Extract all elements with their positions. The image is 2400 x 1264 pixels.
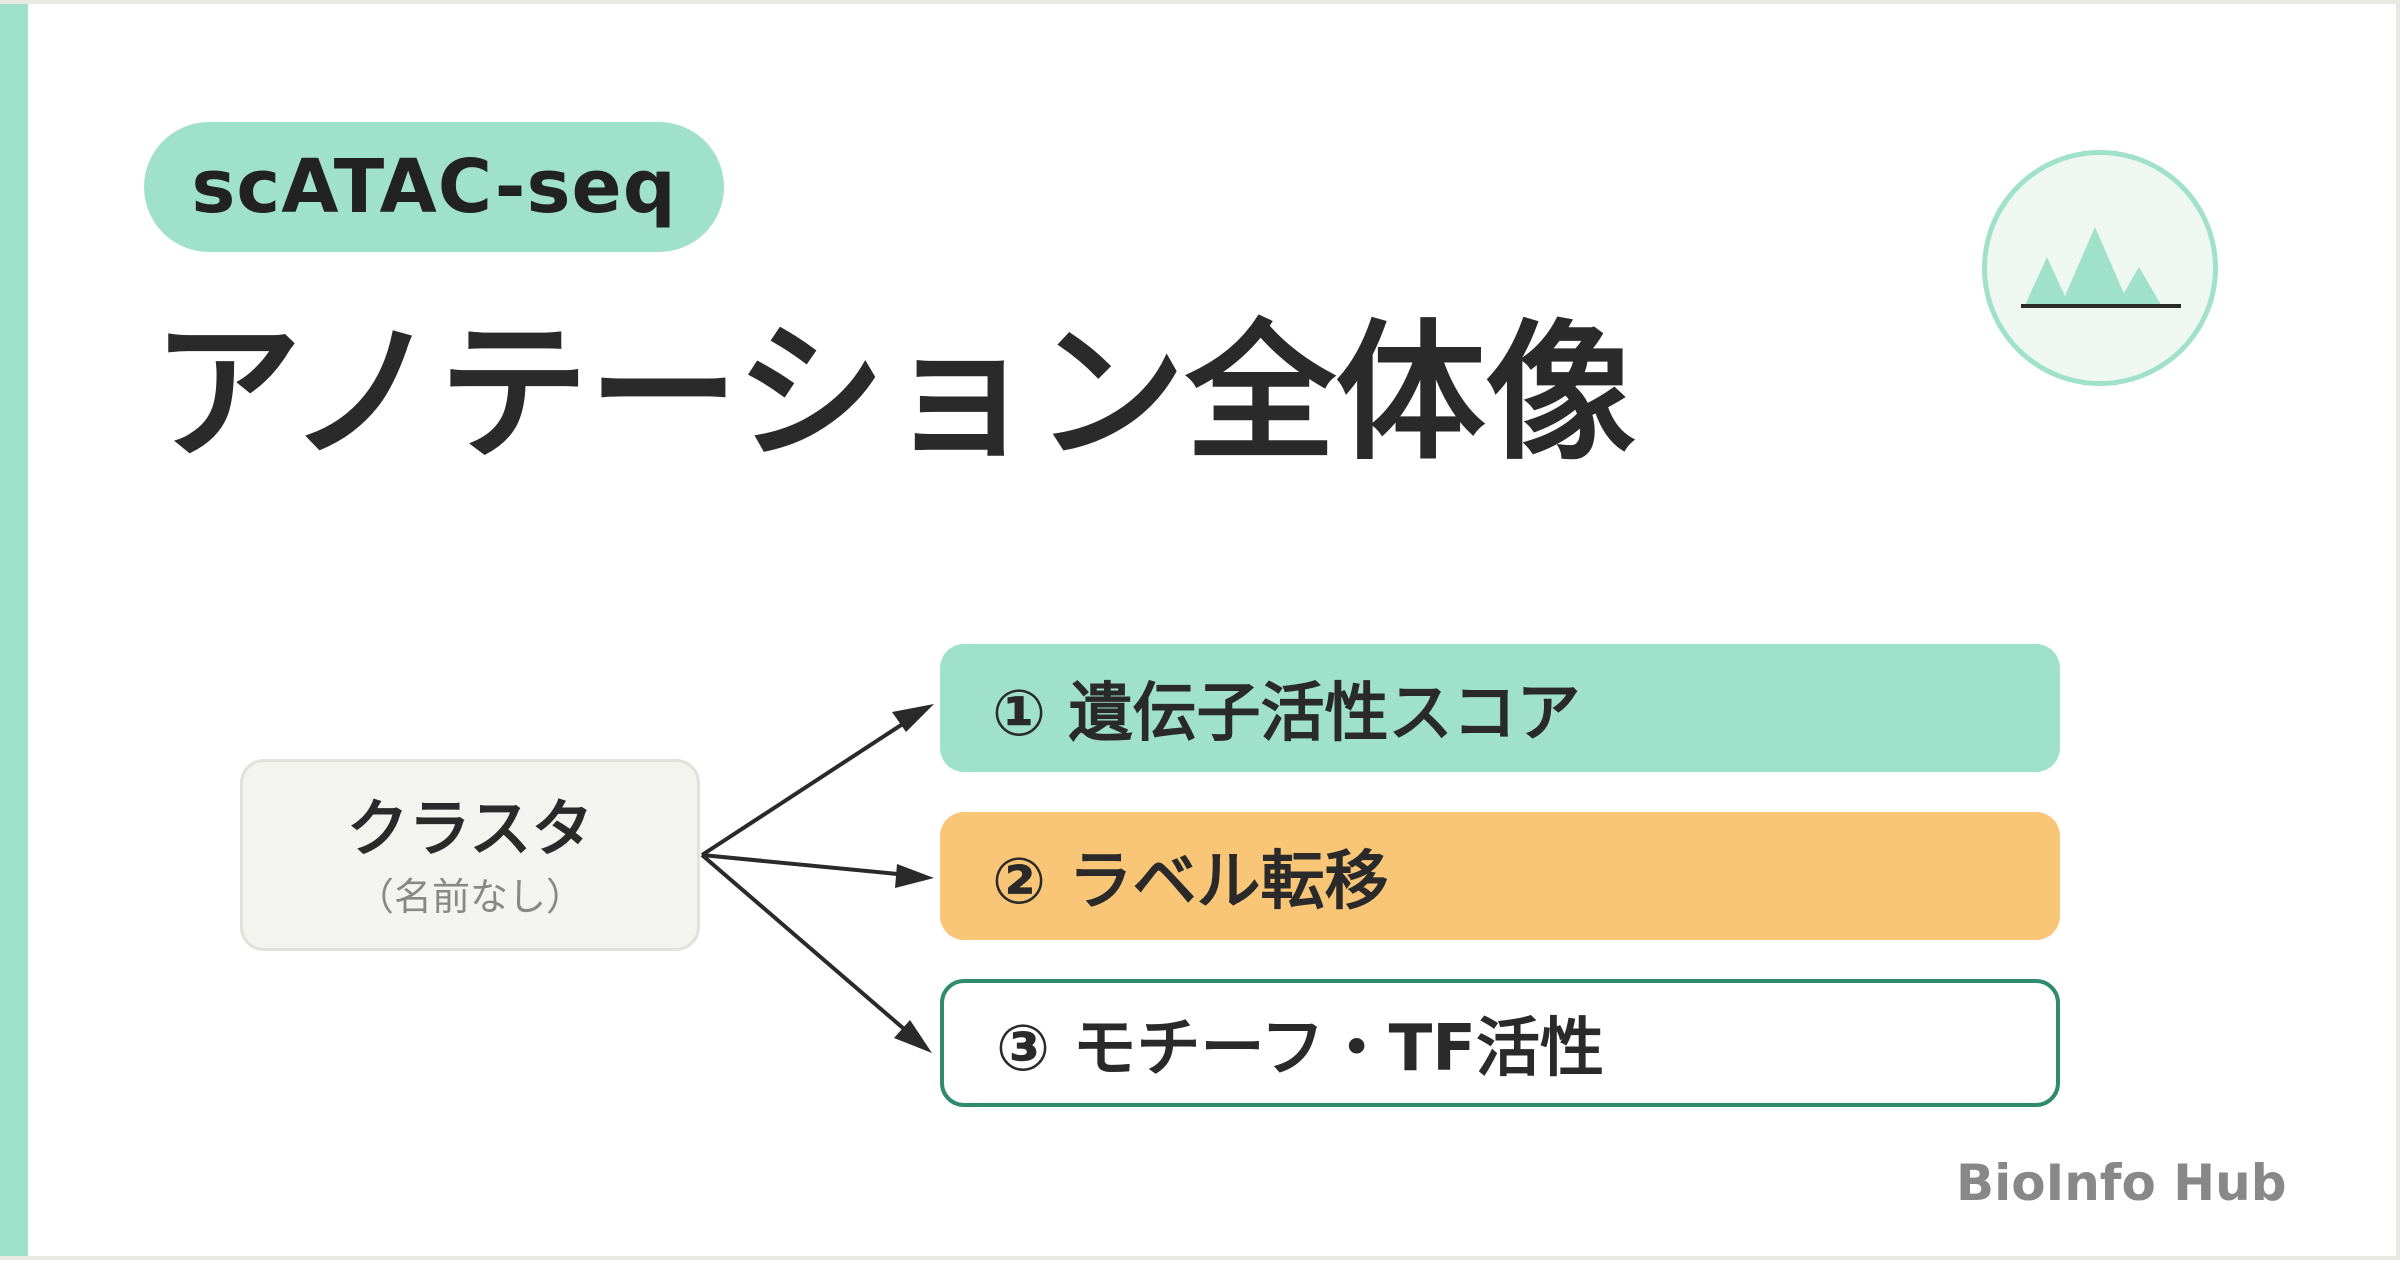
arrow-to-label-transfer [701, 853, 919, 878]
cluster-label: クラスタ [346, 792, 594, 865]
arrowhead-1 [892, 704, 934, 732]
arrowhead-3 [894, 1020, 932, 1053]
peaks-icon [1982, 150, 2218, 386]
peak-center [2061, 227, 2129, 305]
option-gene-activity-score: ① 遺伝子活性スコア [940, 644, 2060, 772]
arrowhead-2 [895, 864, 934, 888]
peaks-icon-graphic [2021, 227, 2181, 308]
cluster-sublabel: （名前なし） [355, 875, 584, 919]
arrow-to-motif-tf [700, 853, 920, 1043]
cluster-node: クラスタ （名前なし） [240, 759, 700, 951]
left-accent-bar [0, 4, 28, 1256]
option-label-transfer: ② ラベル転移 [940, 812, 2060, 940]
topic-tag: scATAC-seq [144, 122, 724, 252]
page-title: アノテーション全体像 [152, 307, 1636, 481]
brand-label: BioInfo Hub [1956, 1154, 2287, 1212]
arrow-to-gene-activity [700, 712, 920, 857]
peak-right [2117, 267, 2161, 305]
arrows-layer [700, 704, 934, 1053]
option-motif-tf-activity: ③ モチーフ・TF活性 [940, 979, 2060, 1107]
peak-left [2025, 257, 2069, 305]
